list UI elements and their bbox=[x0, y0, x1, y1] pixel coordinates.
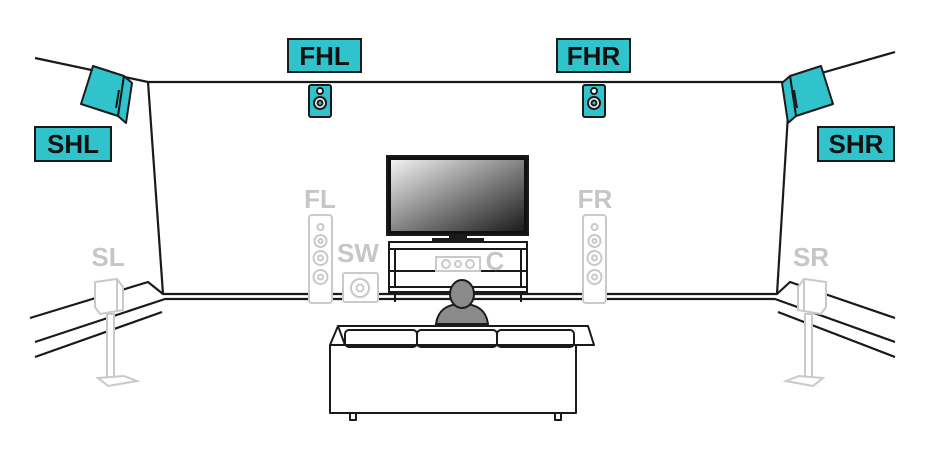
label-sl: SL bbox=[91, 242, 124, 272]
sofa bbox=[329, 325, 595, 421]
label-sw: SW bbox=[337, 238, 379, 268]
surround-right-speaker bbox=[782, 277, 827, 388]
label-fhr-text: FHR bbox=[567, 41, 621, 71]
front-left-speaker bbox=[308, 214, 333, 304]
label-shl-text: SHL bbox=[47, 129, 99, 159]
label-c: C bbox=[486, 246, 505, 276]
surround-height-right-speaker bbox=[781, 65, 834, 124]
label-fhl-text: FHL bbox=[299, 41, 350, 71]
tv bbox=[386, 155, 529, 242]
label-fhl: FHL bbox=[287, 38, 362, 73]
center-speaker bbox=[435, 256, 481, 272]
label-shr: SHR bbox=[817, 126, 895, 162]
front-right-speaker bbox=[582, 214, 607, 304]
surround-left-speaker bbox=[94, 277, 141, 388]
listener bbox=[434, 279, 490, 325]
subwoofer bbox=[342, 272, 379, 303]
front-height-right-speaker bbox=[582, 84, 606, 118]
label-shr-text: SHR bbox=[829, 129, 884, 159]
label-shl: SHL bbox=[34, 126, 112, 162]
front-height-left-speaker bbox=[308, 84, 332, 118]
surround-height-left-speaker bbox=[80, 65, 133, 124]
label-fl: FL bbox=[304, 184, 336, 214]
label-fhr: FHR bbox=[556, 38, 631, 73]
label-sr: SR bbox=[793, 242, 829, 272]
label-fr: FR bbox=[578, 184, 613, 214]
